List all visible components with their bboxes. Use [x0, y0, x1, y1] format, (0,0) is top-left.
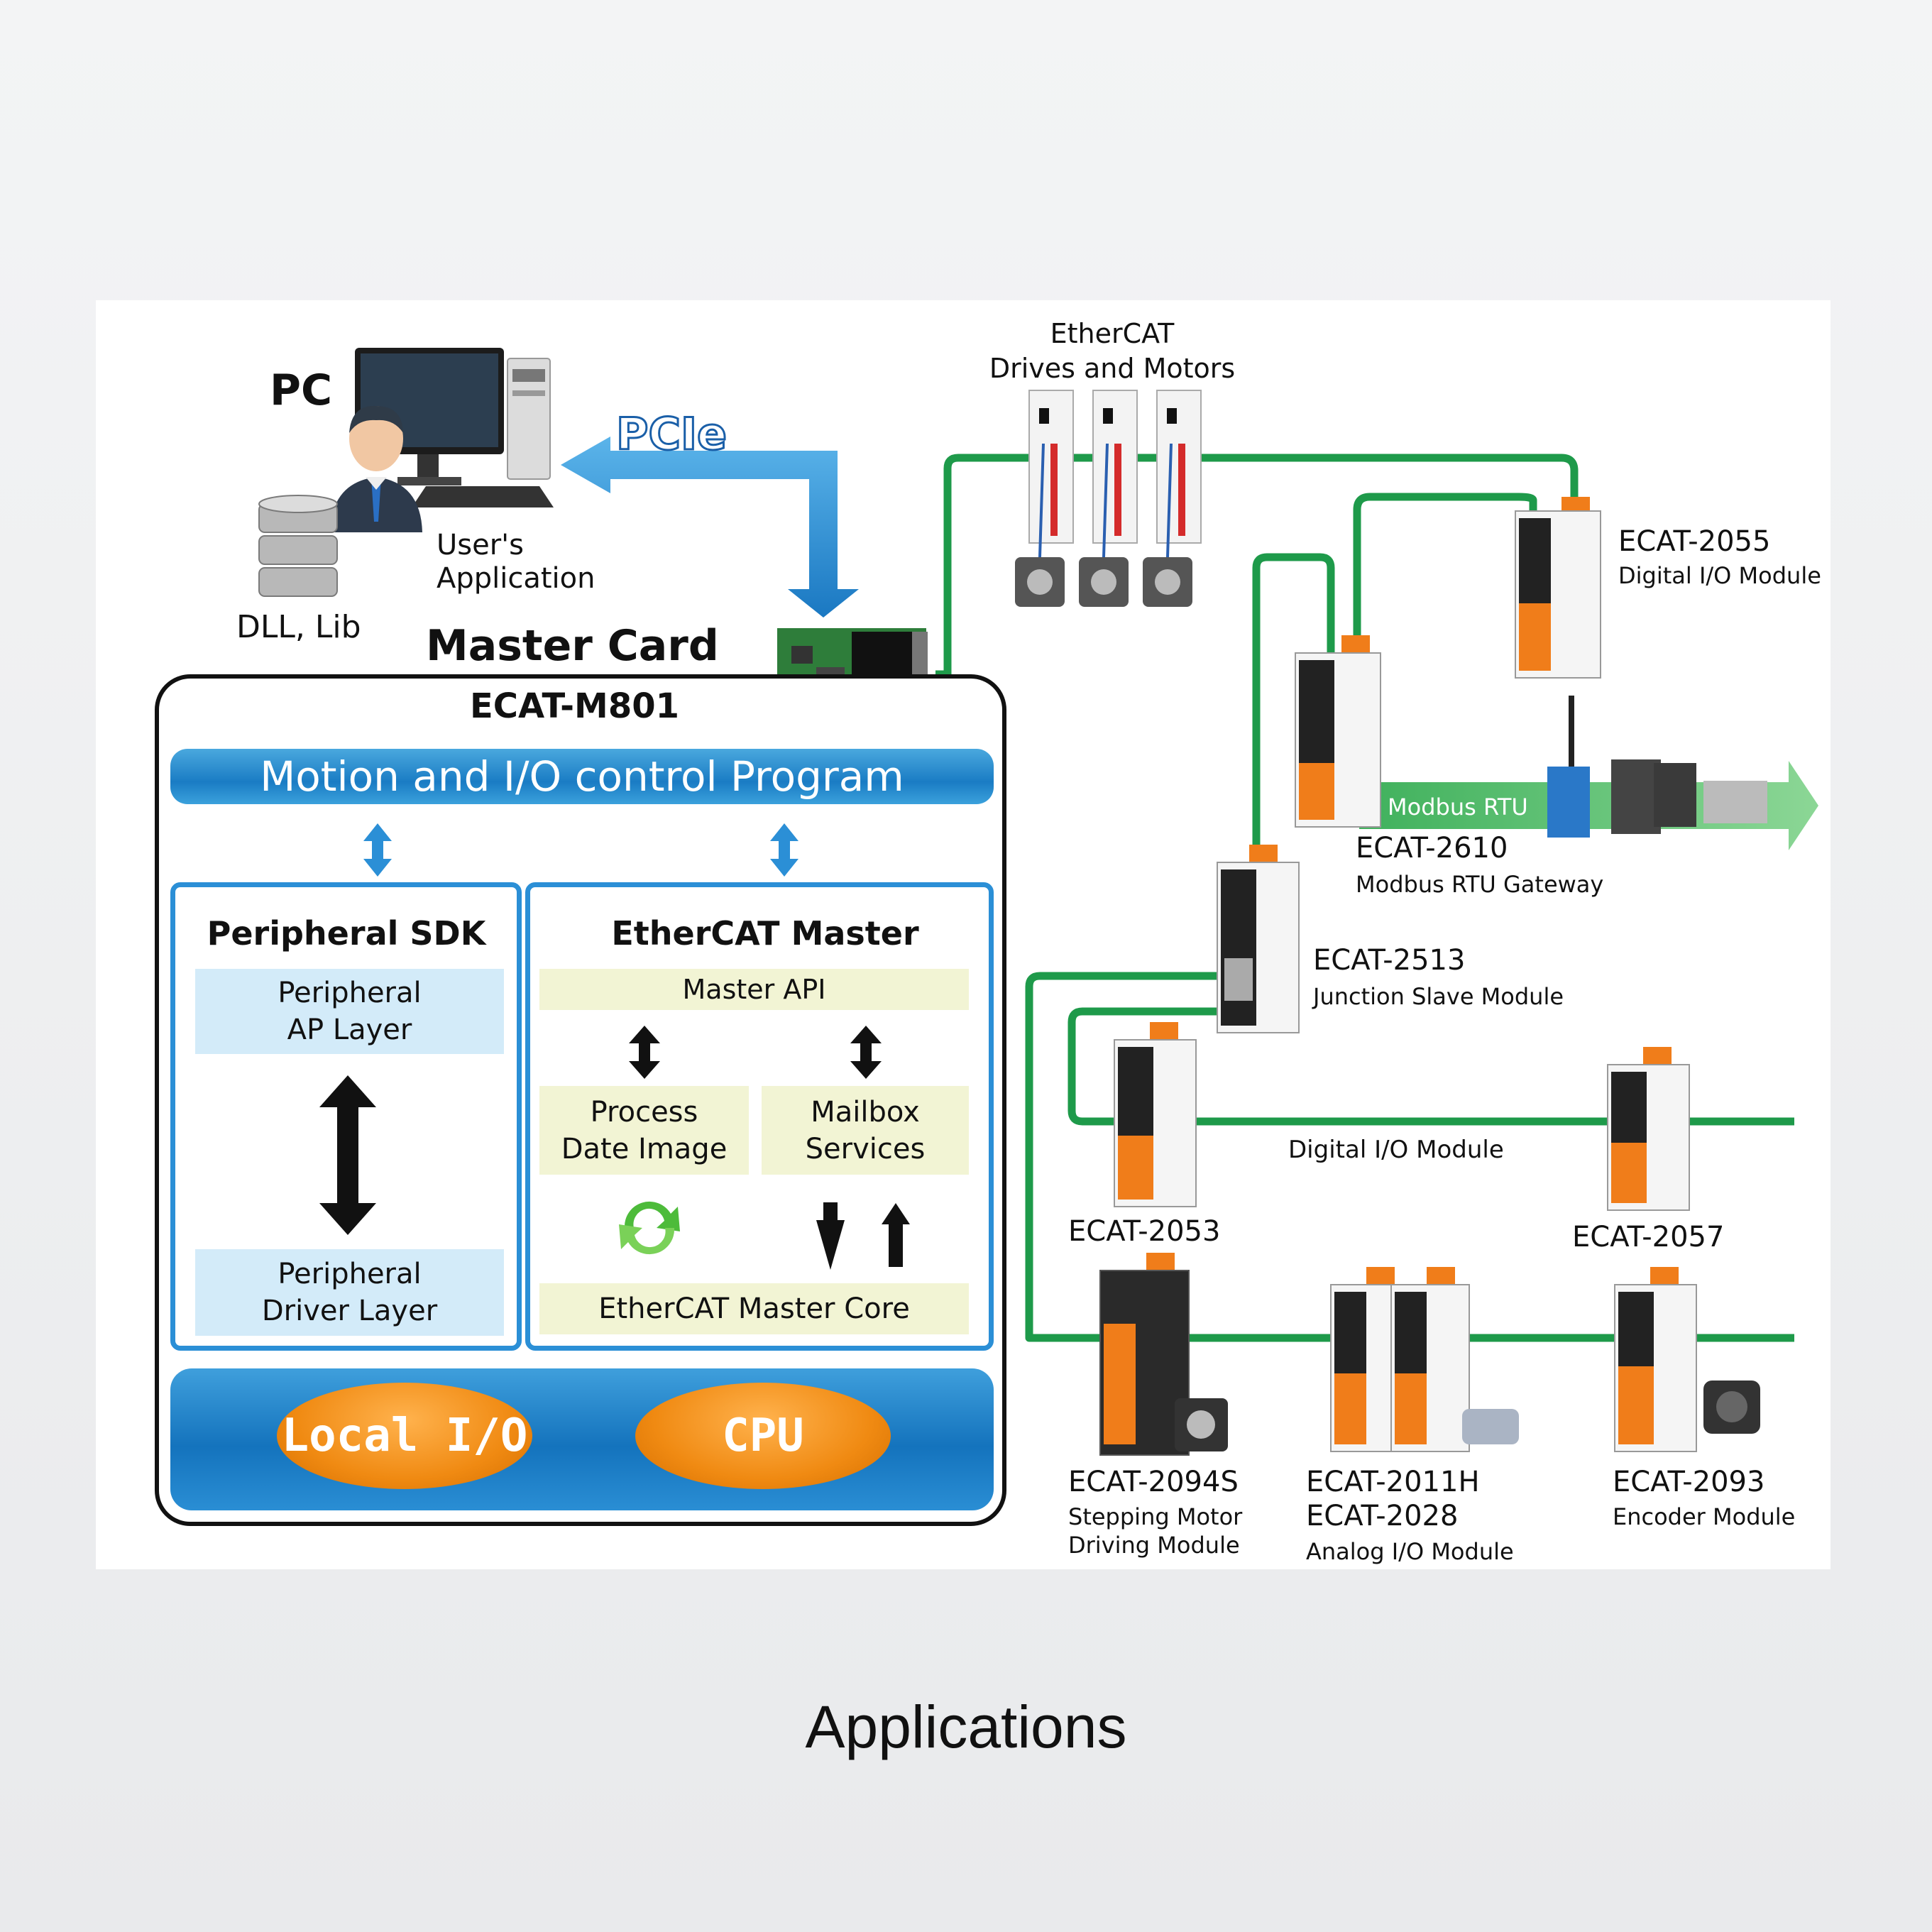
- ecat-2610-module-icon: [1295, 635, 1381, 828]
- dll-lib-label: DLL, Lib: [236, 609, 361, 645]
- driver-layer-line2: Driver Layer: [261, 1295, 438, 1327]
- ecat-2055-module-icon: [1515, 497, 1601, 679]
- ecat-2055-name: ECAT-2055: [1618, 525, 1771, 558]
- ecat-2011h-name-line2: ECAT-2028: [1306, 1500, 1459, 1532]
- ecat-2513-desc: Junction Slave Module: [1313, 983, 1564, 1010]
- peripheral-sdk-title: Peripheral SDK: [207, 914, 486, 953]
- database-icon: [258, 495, 338, 597]
- peripheral-ap-layer: Peripheral AP Layer: [195, 969, 504, 1054]
- ecat-2093-desc: Encoder Module: [1613, 1503, 1796, 1530]
- refresh-cycle-icon: [619, 1201, 680, 1255]
- mailbox-line1: Mailbox: [811, 1095, 920, 1129]
- ecat-2011h-name-line1: ECAT-2011H: [1306, 1466, 1480, 1498]
- ecat-2011h-desc: Analog I/O Module: [1306, 1538, 1514, 1565]
- ecat-2094s-module-icon: [1099, 1253, 1228, 1456]
- master-card-model: ECAT-M801: [470, 686, 680, 726]
- process-line2: Date Image: [561, 1132, 728, 1165]
- ecat-2094s-name: ECAT-2094S: [1068, 1466, 1239, 1498]
- ecat-2094s-desc-line1: Stepping Motor: [1068, 1503, 1243, 1530]
- pc-title: PC: [270, 366, 333, 415]
- driver-layer-line1: Peripheral: [278, 1258, 422, 1290]
- drives-line2: Drives and Motors: [989, 353, 1236, 384]
- ecat-2513-module-icon: [1217, 845, 1300, 1033]
- user-app-line1: User's: [437, 529, 525, 561]
- ecat-2057-module-icon: [1607, 1047, 1690, 1211]
- ecat-2093-name: ECAT-2093: [1613, 1466, 1765, 1498]
- figure-caption: Applications: [805, 1694, 1127, 1760]
- ecat-2055-desc: Digital I/O Module: [1618, 562, 1821, 589]
- modbus-rtu-label: Modbus RTU: [1388, 794, 1528, 820]
- master-card-title: Master Card: [426, 621, 719, 671]
- ecat-2610-desc: Modbus RTU Gateway: [1356, 871, 1604, 898]
- local-io-oval: Local I/O: [277, 1383, 532, 1489]
- mailbox-services-box: Mailbox Services: [762, 1086, 969, 1175]
- sdk-bidirectional-arrow: [319, 1075, 376, 1235]
- digital-io-label: Digital I/O Module: [1288, 1136, 1504, 1164]
- servo-drives-icon: [1015, 390, 1202, 607]
- user-app-line2: Application: [437, 562, 595, 595]
- ecat-2094s-desc-line2: Driving Module: [1068, 1532, 1240, 1559]
- master-api-box: Master API: [539, 969, 969, 1010]
- ecat-2610-name: ECAT-2610: [1356, 832, 1508, 865]
- process-line1: Process: [590, 1095, 698, 1129]
- peripheral-driver-layer: Peripheral Driver Layer: [195, 1249, 504, 1336]
- ecat-2053-name: ECAT-2053: [1068, 1215, 1221, 1248]
- ecat-2057-name: ECAT-2057: [1572, 1221, 1725, 1253]
- modbus-devices-icon: [1547, 696, 1767, 838]
- ecat-2053-module-icon: [1114, 1022, 1197, 1207]
- process-data-image-box: Process Date Image: [539, 1086, 749, 1175]
- pcie-label: PCIe: [615, 407, 728, 461]
- user-icon: [330, 405, 422, 532]
- cpu-oval: CPU: [635, 1383, 891, 1489]
- ap-layer-line2: AP Layer: [287, 1014, 412, 1046]
- master-core-box: EtherCAT Master Core: [539, 1283, 969, 1334]
- ecat-2011h-module-icon: [1330, 1267, 1519, 1452]
- mailbox-line2: Services: [805, 1132, 926, 1165]
- ecat-2513-name: ECAT-2513: [1313, 944, 1466, 977]
- ap-layer-line1: Peripheral: [278, 977, 422, 1009]
- drives-line1: EtherCAT: [1050, 318, 1175, 349]
- ethercat-master-title: EtherCAT Master: [611, 914, 919, 953]
- motion-program-bar: Motion and I/O control Program: [170, 749, 994, 804]
- ecat-2093-module-icon: [1614, 1267, 1760, 1452]
